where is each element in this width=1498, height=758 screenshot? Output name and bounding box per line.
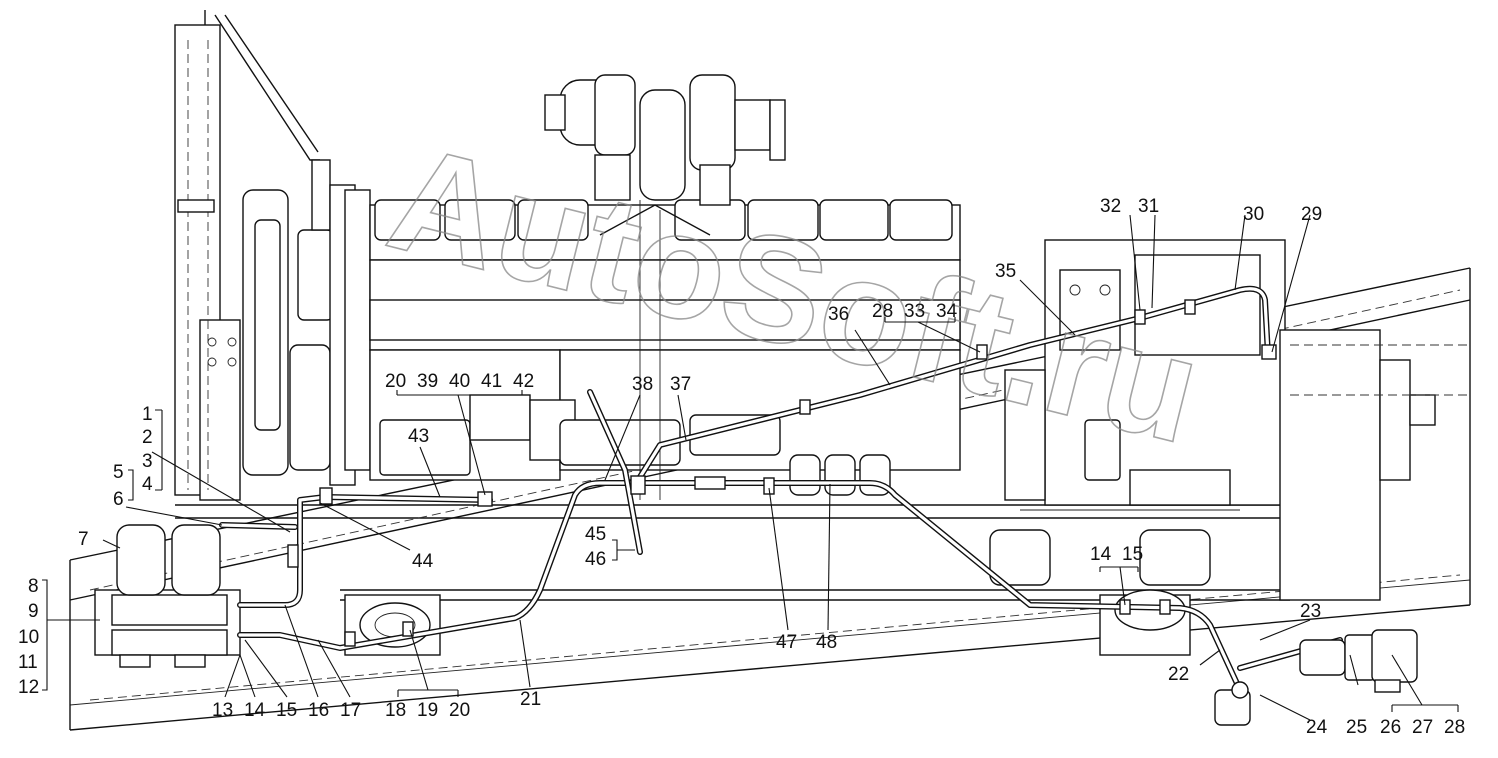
- radiator: [174, 10, 320, 501]
- callout-29: 29: [1301, 204, 1322, 225]
- callout-11: 11: [18, 652, 38, 673]
- callout-37: 37: [670, 374, 691, 395]
- callout-17: 17: [340, 700, 361, 721]
- fuel-lines: [219, 285, 1343, 693]
- callout-25: 25: [1346, 717, 1367, 738]
- callout-3: 3: [142, 451, 153, 472]
- callout-1: 1: [142, 404, 153, 425]
- callout-27: 27: [1412, 717, 1433, 738]
- callout-15: 15: [276, 700, 297, 721]
- callout-39: 39: [417, 371, 438, 392]
- callout-47: 47: [776, 632, 797, 653]
- callout-34: 34: [936, 301, 958, 322]
- callout-35: 35: [995, 261, 1016, 282]
- callout-24: 24: [1306, 717, 1328, 738]
- callout-28: 28: [1444, 717, 1465, 738]
- callout-48: 48: [816, 632, 837, 653]
- engine-block: [369, 199, 961, 500]
- callout-7: 7: [78, 529, 89, 550]
- callout-4: 4: [142, 474, 153, 495]
- callout-10: 10: [18, 627, 39, 648]
- callout-46: 46: [585, 549, 606, 570]
- callout-28b: 28: [872, 301, 893, 322]
- callout-44: 44: [412, 551, 434, 572]
- callout-23: 23: [1300, 601, 1321, 622]
- fan-pulley: [242, 159, 371, 486]
- callout-6: 6: [113, 489, 124, 510]
- callout-14b: 14: [1090, 544, 1112, 565]
- callout-5: 5: [113, 462, 124, 483]
- callout-32: 32: [1100, 196, 1121, 217]
- callout-15b: 15: [1122, 544, 1143, 565]
- callout-20b: 20: [385, 371, 406, 392]
- callout-30: 30: [1243, 204, 1264, 225]
- callout-36: 36: [828, 304, 849, 325]
- callout-labels: 1 2 3 4 5 6 7 8 9 10 11 12 13 14 15 16 1…: [18, 196, 1465, 738]
- callout-12: 12: [18, 677, 39, 698]
- fuel-filter-assembly: [94, 524, 241, 668]
- callout-41: 41: [481, 371, 502, 392]
- callout-42: 42: [513, 371, 534, 392]
- callout-14: 14: [244, 700, 266, 721]
- callout-19: 19: [417, 700, 438, 721]
- callout-40: 40: [449, 371, 470, 392]
- callout-2: 2: [142, 427, 153, 448]
- callout-8: 8: [28, 576, 39, 597]
- callout-26: 26: [1380, 717, 1401, 738]
- callout-21: 21: [520, 689, 541, 710]
- callout-31: 31: [1138, 196, 1159, 217]
- callout-13: 13: [212, 700, 233, 721]
- leader-lines: [42, 214, 1459, 721]
- callout-45: 45: [585, 524, 606, 545]
- callout-43: 43: [408, 426, 429, 447]
- callout-16: 16: [308, 700, 329, 721]
- callout-9: 9: [28, 601, 39, 622]
- callout-18: 18: [385, 700, 406, 721]
- callout-22: 22: [1168, 664, 1189, 685]
- turbocharger: [544, 74, 786, 206]
- callout-38: 38: [632, 374, 653, 395]
- callout-20: 20: [449, 700, 470, 721]
- callout-33: 33: [904, 301, 925, 322]
- pump-assembly: [1214, 629, 1418, 726]
